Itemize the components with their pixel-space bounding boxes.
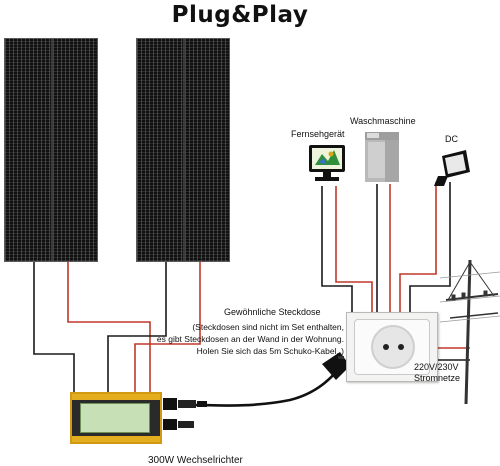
solar-panel-1 xyxy=(4,38,98,262)
tv-icon xyxy=(309,145,345,181)
washer-label: Waschmaschine xyxy=(350,116,416,126)
socket-title: Gewöhnliche Steckdose xyxy=(224,307,321,317)
grid-label: Stromnetze xyxy=(414,373,461,383)
dc-red-wire xyxy=(399,182,437,312)
panel1-red-lead xyxy=(67,258,151,392)
dc-label: DC xyxy=(445,134,458,144)
utility-pole-icon xyxy=(439,259,500,405)
socket-hole-right xyxy=(398,344,404,350)
dc-black-wire xyxy=(409,182,451,312)
panel2-red-lead xyxy=(134,258,201,392)
inverter-top-strip xyxy=(72,394,160,400)
panel1-black-lead xyxy=(33,258,75,392)
panel2-black-lead xyxy=(107,258,167,392)
tv-label: Fernsehgerät xyxy=(291,129,345,139)
page-title: Plug&Play xyxy=(171,2,309,28)
micro-inverter xyxy=(70,392,162,444)
tv-black-wire xyxy=(321,186,353,312)
schuko-plug-icon xyxy=(322,352,350,380)
inverter-connectors xyxy=(163,398,207,430)
schuko-cable xyxy=(194,371,337,407)
tv-red-wire xyxy=(335,186,373,312)
inverter-label: 300W Wechselrichter xyxy=(148,455,243,466)
socket-hole-left xyxy=(383,344,389,350)
inverter-label-plate xyxy=(80,403,150,433)
wall-socket-frame xyxy=(354,319,430,375)
socket-note-line-1: (Steckdosen sind nicht im Set enthalten, xyxy=(192,322,344,332)
inverter-bottom-strip xyxy=(72,436,160,442)
socket-note-line-3: Holen Sie sich das 5m Schuko-Kabel. ) xyxy=(196,346,344,356)
solar-panel-2 xyxy=(136,38,230,262)
socket-note-line-2: es gibt Steckdosen an der Wand in der Wo… xyxy=(156,334,344,344)
grid-voltage-label: 220V/230V xyxy=(414,362,459,372)
wall-socket xyxy=(346,312,438,382)
washing-machine-icon xyxy=(365,132,399,182)
socket-face xyxy=(371,325,415,369)
floodlight-icon xyxy=(434,150,470,186)
